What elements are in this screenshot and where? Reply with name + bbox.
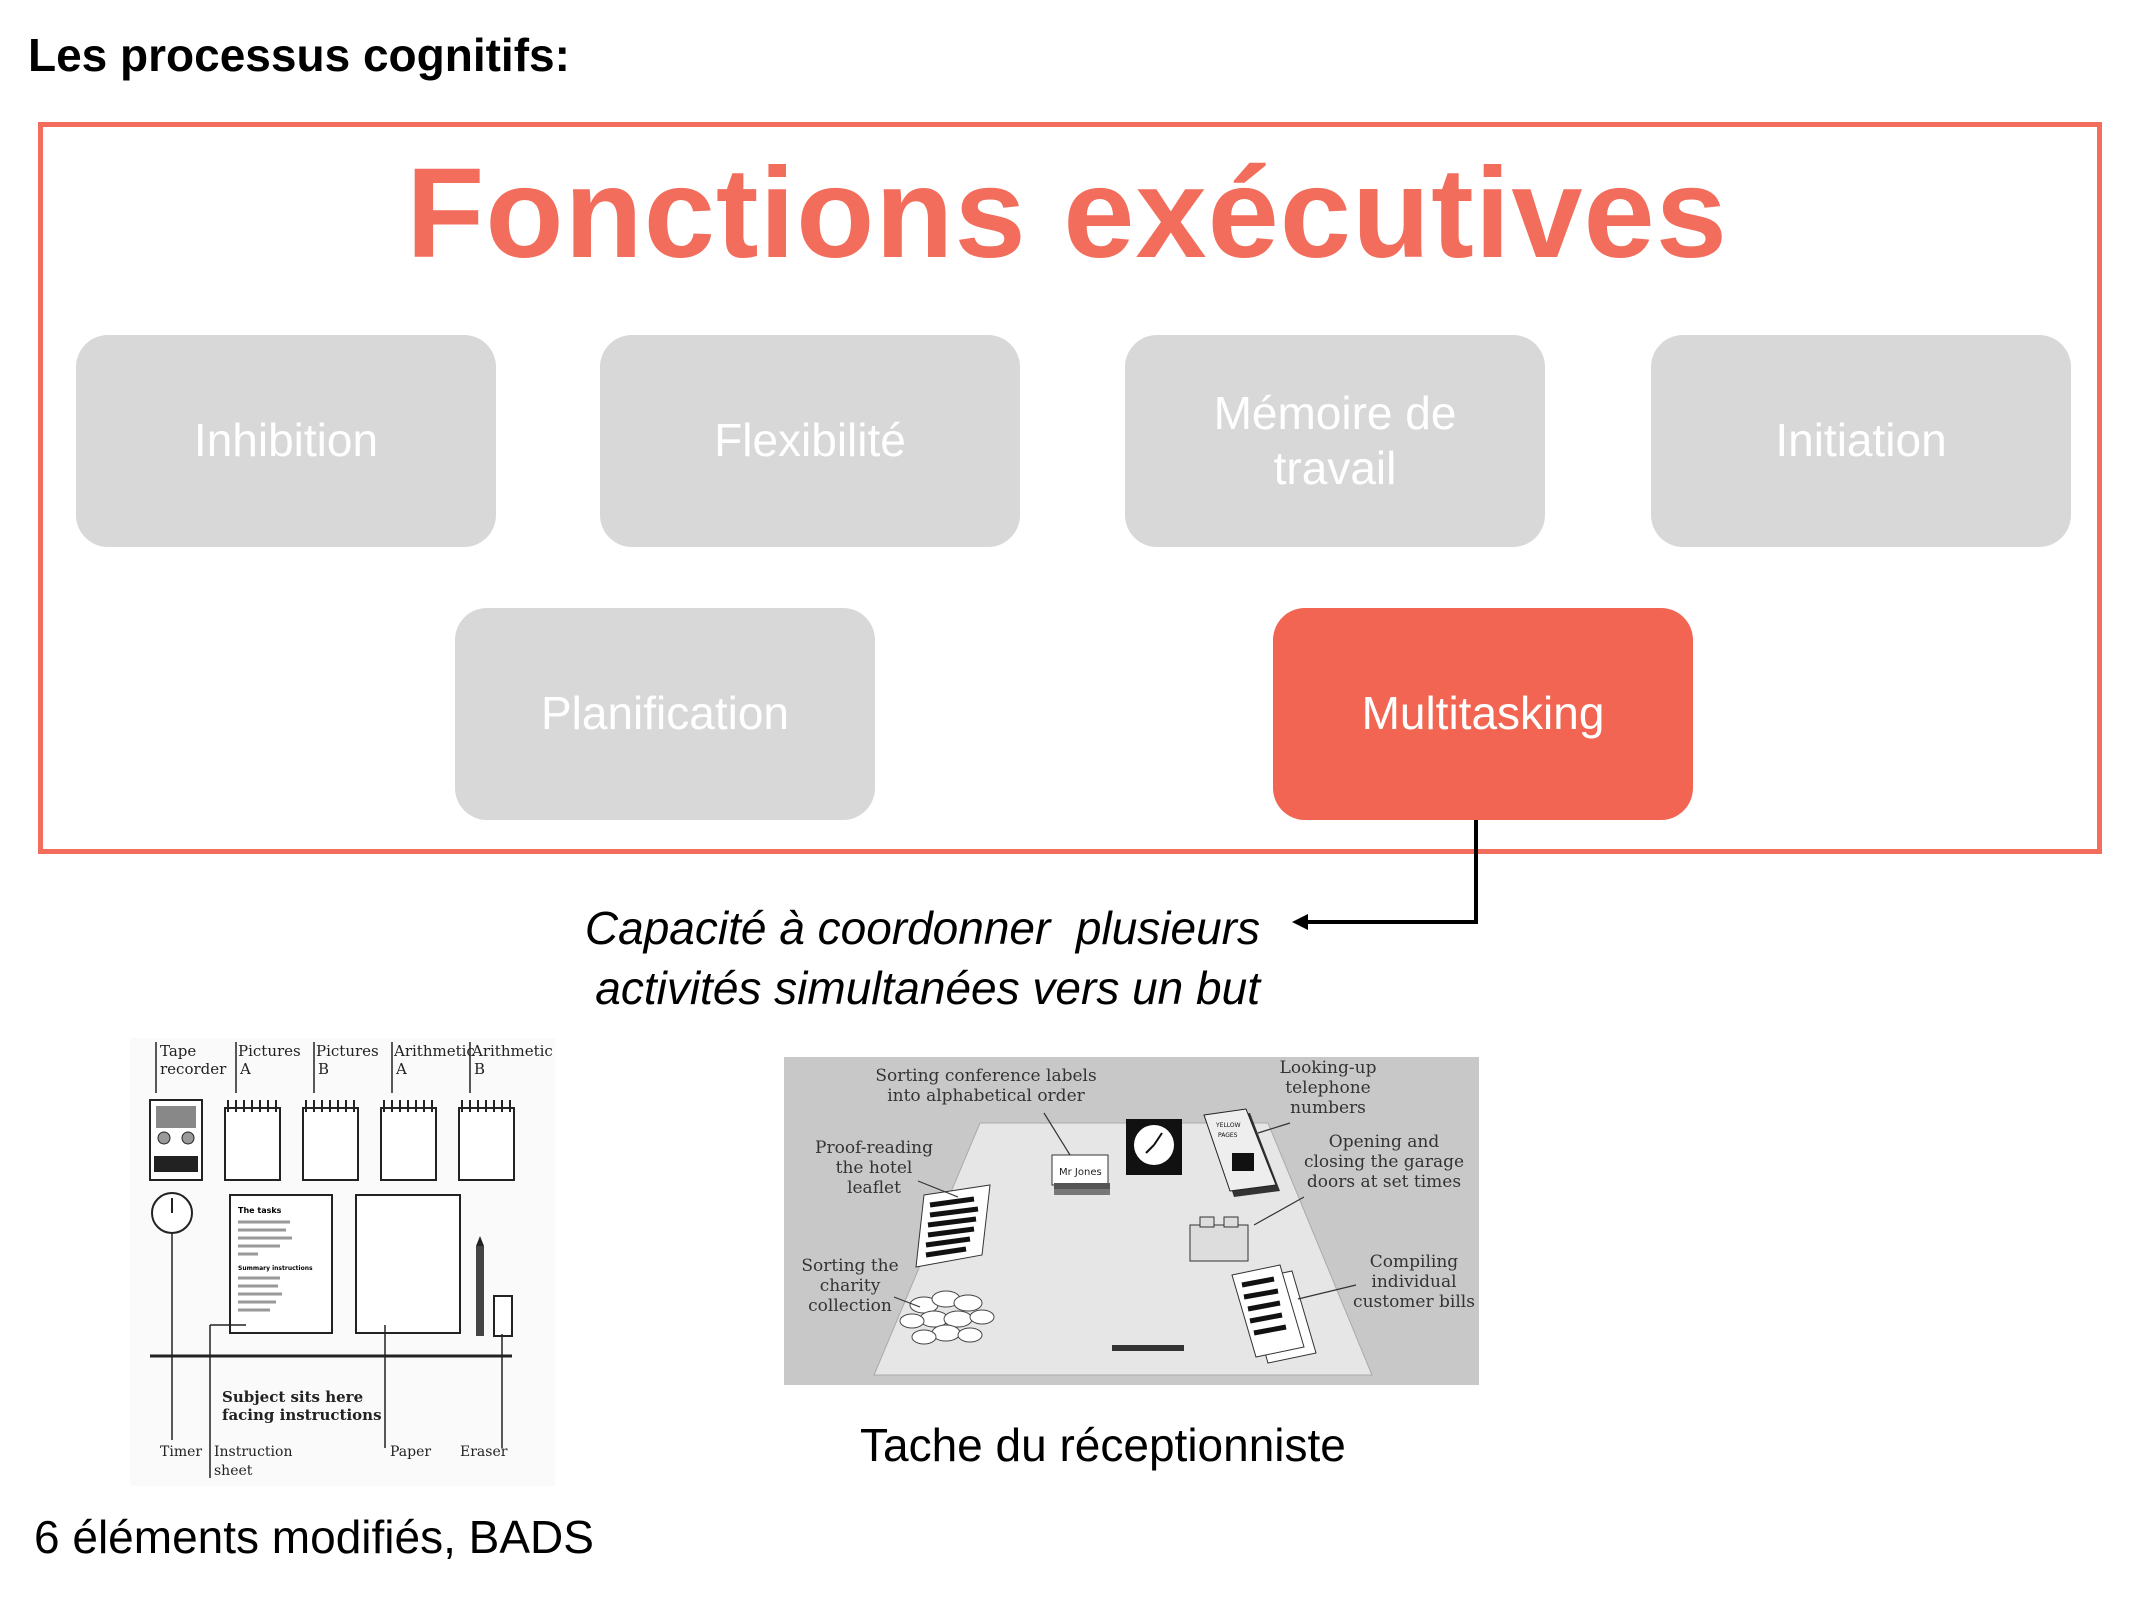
notepad-icons [224, 1107, 515, 1181]
function-box-initiation: Initiation [1651, 335, 2071, 547]
bads-caption: 6 éléments modifiés, BADS [34, 1511, 594, 1563]
tape-recorder-icon [149, 1099, 203, 1181]
label-charity-3: collection [808, 1296, 892, 1316]
svg-text:Mr Jones: Mr Jones [1059, 1167, 1102, 1178]
main-title: Fonctions exécutives [406, 142, 1728, 285]
label-subject-1: Subject sits here [222, 1388, 363, 1406]
label-subject-2: facing instructions [222, 1406, 382, 1424]
function-box-planification: Planification [455, 608, 875, 820]
label-a-1: A [239, 1060, 251, 1078]
label-proof-2: the hotel [836, 1158, 913, 1178]
function-box-inhibition: Inhibition [76, 335, 496, 547]
label-proof-3: leaflet [847, 1178, 901, 1198]
charity-coins-icon [899, 1290, 995, 1345]
label-recorder: recorder [160, 1060, 227, 1078]
label-charity-2: charity [820, 1276, 881, 1296]
timer-icon [151, 1192, 193, 1440]
label-paper: Paper [390, 1444, 431, 1460]
label-a-2: A [395, 1060, 407, 1078]
label-charity-1: Sorting the [801, 1256, 898, 1276]
svg-text:The tasks: The tasks [238, 1206, 282, 1215]
page-heading: Les processus cognitifs: [28, 29, 570, 81]
svg-text:YELLOW: YELLOW [1215, 1122, 1241, 1129]
label-bills-2: individual [1371, 1272, 1456, 1292]
label-proof-1: Proof-reading [815, 1138, 933, 1158]
receptionist-task-figure: Mr Jones YELLOW PAGES [784, 1057, 1479, 1385]
label-opening-3: doors at set times [1307, 1172, 1461, 1192]
conference-labels-icon: Mr Jones [1051, 1154, 1110, 1195]
label-b-1: B [318, 1060, 329, 1078]
label-opening-2: closing the garage [1304, 1152, 1464, 1172]
label-instruction: Instruction [214, 1444, 292, 1460]
garage-control-icon [1189, 1216, 1249, 1262]
label-looking-1: Looking-up [1280, 1058, 1377, 1078]
label-bills-3: customer bills [1353, 1292, 1475, 1312]
label-looking-2: telephone [1285, 1078, 1370, 1098]
definition-line-2: activités simultanées vers un but [595, 962, 1260, 1014]
paper-icon [355, 1194, 461, 1334]
svg-text:Summary instructions: Summary instructions [238, 1265, 313, 1272]
clock-icon [1126, 1119, 1182, 1175]
function-box-flexibilite: Flexibilité [600, 335, 1020, 547]
label-bills-1: Compiling [1370, 1252, 1459, 1272]
label-b-2: B [474, 1060, 485, 1078]
executive-functions-frame [38, 122, 2102, 854]
label-looking-3: numbers [1290, 1098, 1366, 1118]
label-tape: Tape [160, 1042, 196, 1060]
definition-line-1: Capacité à coordonner plusieurs [584, 902, 1260, 954]
eraser-icon [493, 1295, 513, 1337]
receptionist-caption: Tache du réceptionniste [860, 1419, 1346, 1471]
label-pictures-b: Pictures [316, 1042, 379, 1060]
label-pictures-a: Pictures [238, 1042, 301, 1060]
svg-text:PAGES: PAGES [1218, 1132, 1238, 1139]
label-opening-1: Opening and [1329, 1132, 1440, 1152]
phone-book-icon: YELLOW PAGES [1203, 1108, 1280, 1197]
customer-bills-icon [1231, 1264, 1317, 1364]
label-sheet: sheet [214, 1463, 253, 1479]
label-eraser: Eraser [460, 1444, 508, 1460]
bads-six-elements-figure: Tape recorder Pictures A Pictures B Arit… [130, 1038, 555, 1486]
label-sorting-1: Sorting conference labels [875, 1066, 1096, 1086]
label-timer: Timer [160, 1444, 202, 1460]
pen-icon [1112, 1345, 1184, 1351]
multitasking-definition: Capacité à coordonner plusieurs activité… [440, 898, 1260, 1018]
function-box-memoire-de-travail: Mémoire de travail [1125, 335, 1545, 547]
label-sorting-2: into alphabetical order [887, 1086, 1085, 1106]
hotel-leaflet-icon [915, 1184, 991, 1268]
pencil-icon [476, 1236, 484, 1336]
function-box-multitasking: Multitasking [1273, 608, 1693, 820]
label-arithmetic-a: Arithmetic [393, 1042, 475, 1060]
label-arithmetic-b: Arithmetic [471, 1042, 553, 1060]
instruction-sheet-icon: The tasks Summary instructions [229, 1194, 333, 1334]
